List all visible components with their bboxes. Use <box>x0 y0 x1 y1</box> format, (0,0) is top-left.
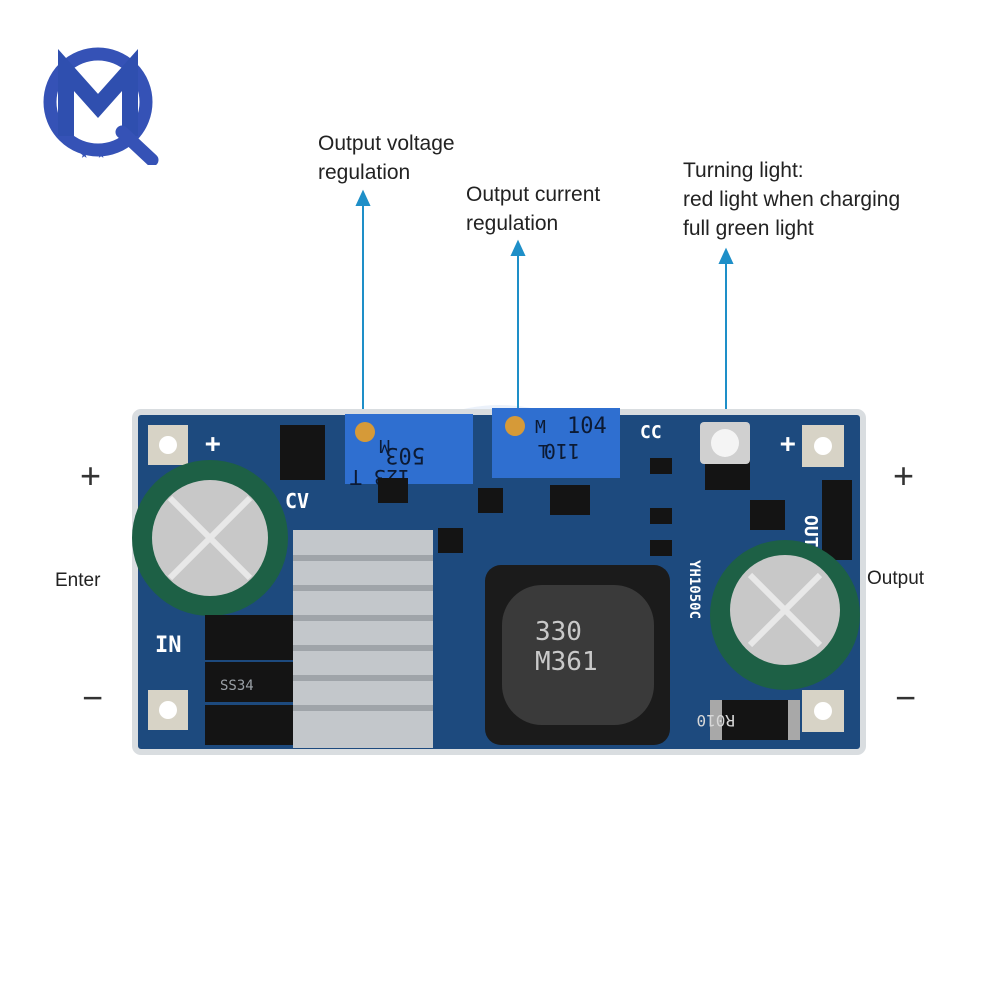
trimmer2-code: 104 <box>567 414 607 439</box>
output-minus-sign: − <box>895 677 917 718</box>
sense-resistor <box>710 700 800 740</box>
trimmer1-code: 503 <box>385 442 425 467</box>
diode-right <box>822 480 852 560</box>
trimmer1-m: M <box>379 435 390 456</box>
diode-2 <box>205 662 293 702</box>
diode-marking: SS34 <box>220 678 254 694</box>
pcb-board: + + IN CV CC OUT YH1050C 503 123 T M 104… <box>132 405 866 755</box>
voltage-regulation-label: Output voltage regulation <box>318 132 455 184</box>
mark-out: OUT <box>800 515 821 548</box>
trimmer2-t: T <box>538 442 549 463</box>
heatsink <box>293 530 433 748</box>
input-label: Enter <box>55 570 101 591</box>
input-plus-sign: + <box>80 455 102 496</box>
mark-cc: CC <box>640 422 662 443</box>
light-arrowhead <box>718 247 734 264</box>
svg-text:★ ★: ★ ★ <box>80 146 106 162</box>
pcb-plus-mark: + <box>205 429 221 459</box>
trimmer2-sub: 110 <box>544 439 580 463</box>
resistor-marking: R010 <box>696 711 735 730</box>
diode-1 <box>205 615 293 660</box>
mark-model: YH1050C <box>686 560 702 619</box>
inductor-line2: M361 <box>535 647 598 677</box>
indicator-light-label: Turning light: red light when charging f… <box>683 159 901 240</box>
output-plus-sign: + <box>893 455 915 496</box>
current-trimmer-screw <box>505 416 525 436</box>
voltage-arrowhead <box>355 189 371 206</box>
pcb-plus-mark-right: + <box>780 429 796 459</box>
mark-cv: CV <box>285 489 309 513</box>
mark-in: IN <box>155 633 182 658</box>
input-minus-sign: − <box>82 677 104 718</box>
output-label: Output <box>867 568 925 589</box>
inductor-line1: 330 <box>535 617 582 647</box>
mq-star-logo: ★ ★ <box>43 47 159 165</box>
trimmer2-m: M <box>535 417 546 438</box>
small-ic-1 <box>280 425 325 480</box>
voltage-trimmer-screw <box>355 422 375 442</box>
current-arrowhead <box>510 239 526 256</box>
current-regulation-label: Output current regulation <box>466 183 601 235</box>
diode-3 <box>205 705 293 745</box>
